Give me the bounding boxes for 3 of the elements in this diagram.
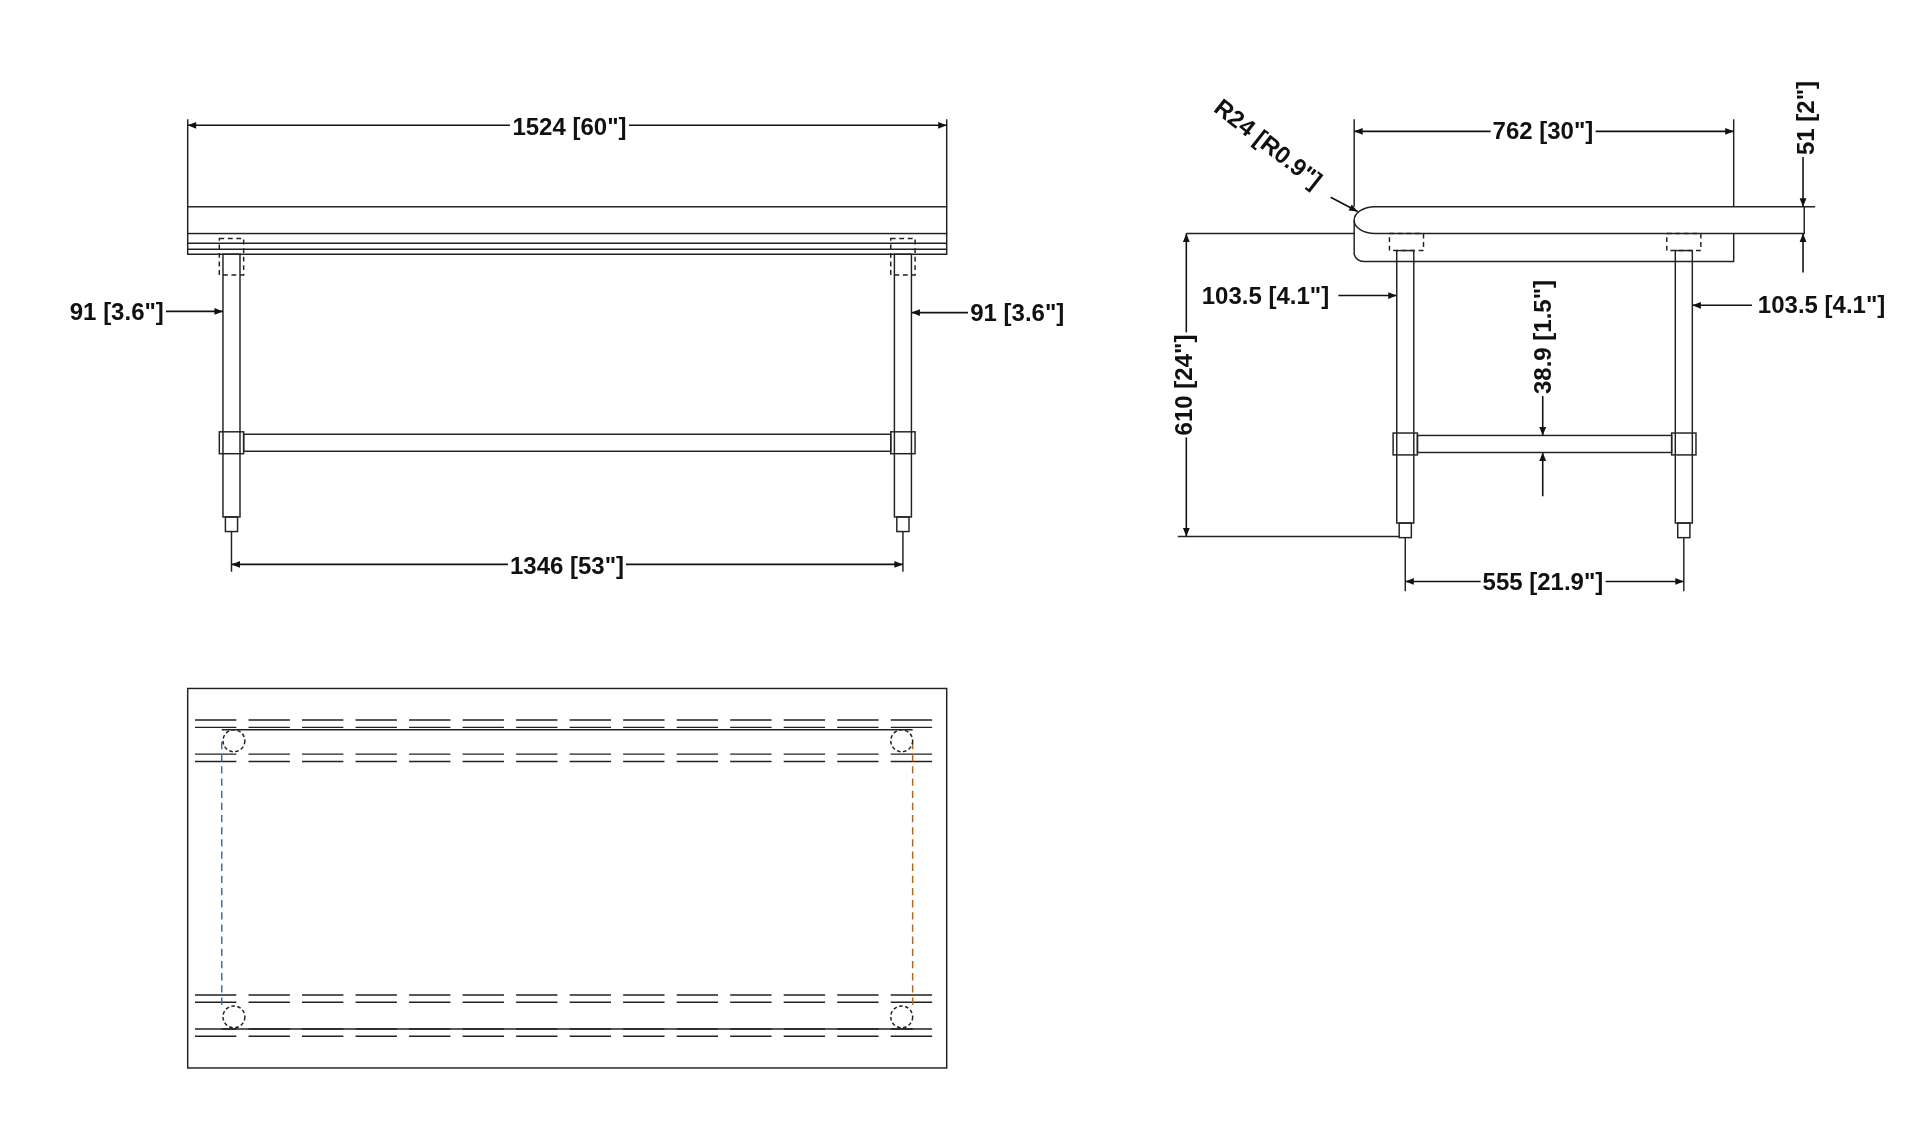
leader-line: [1329, 196, 1359, 213]
table-top: [1353, 206, 1805, 235]
dimension-label: 762 [30"]: [1490, 118, 1596, 145]
